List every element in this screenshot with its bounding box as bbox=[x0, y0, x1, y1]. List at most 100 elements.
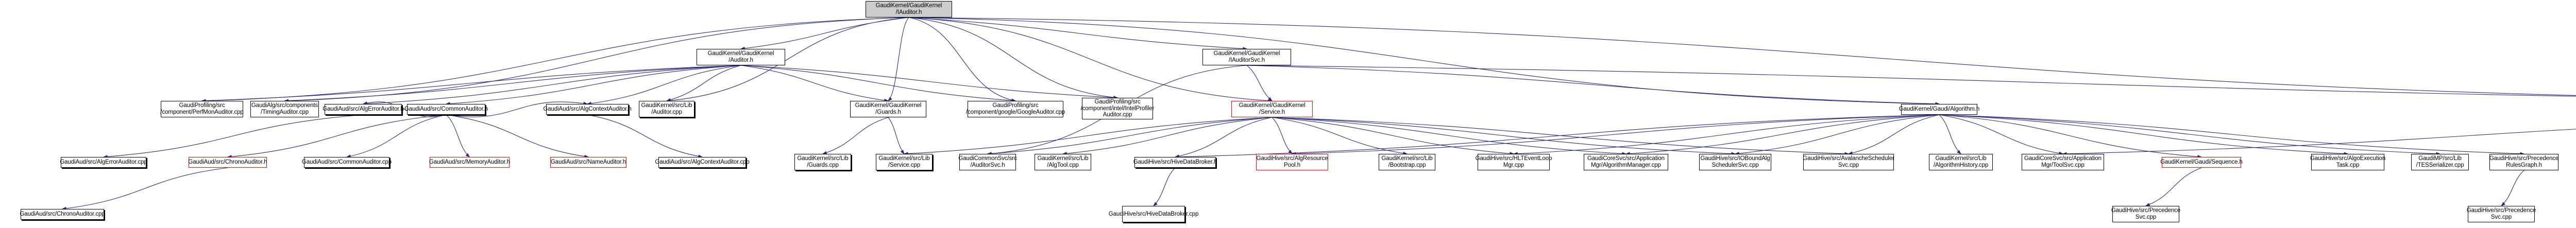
graph-edge bbox=[227, 114, 447, 159]
graph-node[interactable]: GaudiKernel/Gaudi/Algorithm.h bbox=[1899, 104, 1979, 115]
graph-node[interactable]: GaudiProfiling/src /component/PerfMonAud… bbox=[160, 101, 244, 117]
graph-edge bbox=[1272, 117, 1736, 155]
graph-node[interactable]: GaudiHive/src/Precedence Svc.cpp bbox=[2111, 206, 2180, 222]
graph-node[interactable]: GaudiAud/src/CommonAuditor.h bbox=[404, 104, 488, 115]
graph-node[interactable]: GaudiHive/src/Precedence Svc.cpp bbox=[2466, 206, 2536, 222]
graph-node-label: GaudiCoreSvc/src/Application Mgr/ToolSvc… bbox=[2024, 155, 2102, 168]
graph-node-label: GaudiKernel/GaudiKernel /Guards.h bbox=[855, 102, 922, 115]
graph-edge bbox=[201, 17, 909, 103]
graph-node[interactable]: GaudiKernel/Gaudi/Sequence.h bbox=[2160, 157, 2243, 168]
graph-node[interactable]: GaudiProfiling/src /component/intel/Inte… bbox=[1080, 98, 1155, 119]
graph-node-label: GaudiProfiling/src /component/intel/Inte… bbox=[1080, 98, 1155, 118]
graph-node-label: GaudiAud/src/AlgContextAuditor.h bbox=[543, 106, 632, 113]
graph-edge bbox=[1272, 117, 1408, 155]
graph-edge bbox=[586, 65, 741, 106]
graph-edge bbox=[740, 65, 889, 102]
graph-node-label: GaudiKernel/src/Lib /AlgorithmHistory.cp… bbox=[1933, 155, 1989, 168]
graph-node-label: GaudiHive/src/Precedence RulesGraph.h bbox=[2489, 155, 2559, 168]
graph-node-label: GaudiAlg/src/components /TimingAuditor.c… bbox=[251, 102, 318, 115]
graph-edge bbox=[666, 65, 741, 102]
graph-node[interactable]: GaudiKernel/GaudiKernel /IAuditorSvc.h bbox=[1202, 49, 1291, 65]
graph-edge bbox=[1625, 114, 1940, 155]
graph-node[interactable]: GaudiAud/src/AlgErrorAuditor.h bbox=[323, 104, 404, 115]
graph-node[interactable]: GaudiMP/src/Lib /TESSerializer.cpp bbox=[2411, 154, 2469, 170]
graph-node-label: GaudiHive/src/HLTEventLoop Mgr.cpp bbox=[1475, 155, 1552, 168]
graph-node[interactable]: GaudiHive/src/HiveDataBroker.cpp bbox=[1109, 206, 1198, 222]
graph-edge bbox=[1153, 167, 1176, 206]
graph-edge bbox=[1272, 117, 1850, 156]
graph-node-label: GaudiAud/src/NameAuditor.h bbox=[550, 159, 626, 166]
graph-node[interactable]: GaudiKernel/GaudiKernel /Guards.h bbox=[850, 101, 926, 117]
graph-node-label: GaudiHive/src/IOBoundAlg SchedulerSvc.cp… bbox=[1700, 155, 1770, 168]
graph-edge bbox=[888, 117, 905, 154]
graph-edge bbox=[740, 17, 909, 50]
graph-node-label: GaudiAud/src/ChronoAuditor.cpp bbox=[20, 211, 105, 218]
graph-node[interactable]: GaudiKernel/src/Lib /AlgorithmHistory.cp… bbox=[1929, 154, 1993, 170]
graph-node-label: GaudiHive/src/Precedence Svc.cpp bbox=[2466, 207, 2536, 220]
graph-edge bbox=[1272, 117, 1627, 155]
graph-node[interactable]: GaudiKernel/src/Lib /AlgTool.cpp bbox=[1035, 154, 1091, 170]
graph-node-label: GaudiHive/src/AvalancheScheduler Svc.cpp bbox=[1803, 155, 1894, 168]
graph-edge bbox=[1291, 114, 1940, 156]
graph-node-label: GaudiKernel/src/Lib /Bootstrap.cpp bbox=[1381, 155, 1433, 168]
graph-node[interactable]: GaudiHive/src/HiveDataBroker.h bbox=[1133, 157, 1217, 168]
graph-node[interactable]: GaudiKernel/GaudiKernel /Service.h bbox=[1231, 101, 1313, 117]
graph-node[interactable]: GaudiHive/src/AvalancheScheduler Svc.cpp bbox=[1803, 154, 1894, 170]
graph-node[interactable]: GaudiCoreSvc/src/Application Mgr/Algorit… bbox=[1584, 154, 1668, 170]
graph-node-label: GaudiHive/src/HiveDataBroker.cpp bbox=[1108, 211, 1199, 217]
graph-node[interactable]: GaudiHive/src/HLTEventLoop Mgr.cpp bbox=[1475, 154, 1552, 170]
graph-edge bbox=[2145, 167, 2202, 206]
graph-node-label: GaudiMP/src/Lib /TESSerializer.cpp bbox=[2416, 155, 2464, 168]
graph-node[interactable]: GaudiHive/src/AlgResource Pool.h bbox=[1256, 154, 1328, 170]
graph-node[interactable]: GaudiHive/src/Precedence RulesGraph.h bbox=[2489, 154, 2558, 170]
graph-edge bbox=[908, 17, 1248, 50]
graph-node-label: GaudiCoreSvc/src/Application Mgr/Algorit… bbox=[1587, 155, 1665, 168]
graph-node[interactable]: GaudiKernel/src/Lib /Service.cpp bbox=[876, 154, 933, 170]
graph-node-label: GaudiKernel/src/Lib /Guards.cpp bbox=[797, 155, 849, 168]
graph-edge bbox=[1246, 65, 2576, 97]
graph-node[interactable]: GaudiProfiling/src /component/google/Goo… bbox=[965, 101, 1065, 117]
graph-node[interactable]: GaudiAlg/src/components /TimingAuditor.c… bbox=[250, 101, 319, 117]
graph-edge bbox=[362, 65, 741, 106]
graph-node-label: GaudiHive/src/AlgResource Pool.h bbox=[1256, 155, 1328, 168]
graph-edge bbox=[1174, 117, 1273, 158]
graph-node-label: GaudiAud/src/MemoryAuditor.h bbox=[429, 159, 510, 166]
graph-node[interactable]: GaudiCommonSvc/src /AuditorSvc.h bbox=[958, 154, 1017, 170]
graph-node[interactable]: GaudiAud/src/ChronoAuditor.h bbox=[188, 157, 267, 168]
graph-node-root[interactable]: GaudiKernel/GaudiKernel /IAuditor.h bbox=[866, 1, 952, 17]
graph-node[interactable]: GaudiAud/src/NameAuditor.h bbox=[550, 157, 626, 168]
graph-edge bbox=[908, 17, 1118, 99]
graph-node-label: GaudiAud/src/ChronoAuditor.h bbox=[188, 159, 267, 166]
graph-node-label: GaudiKernel/GaudiKernel /IAuditor.h bbox=[875, 3, 942, 15]
graph-edge bbox=[1939, 114, 1961, 154]
graph-edge bbox=[1513, 114, 1940, 155]
graph-node[interactable]: GaudiAud/src/AlgContextAuditor.h bbox=[543, 104, 632, 115]
graph-node[interactable]: GaudiHive/src/IOBoundAlg SchedulerSvc.cp… bbox=[1699, 154, 1771, 170]
graph-node-label: GaudiHive/src/HiveDataBroker.h bbox=[1133, 159, 1217, 166]
graph-node[interactable]: GaudiAud/src/CommonAuditor.cpp bbox=[302, 157, 392, 168]
graph-node[interactable]: GaudiAud/src/MemoryAuditor.h bbox=[429, 157, 510, 168]
graph-node[interactable]: GaudiAud/src/AlgContextAuditor.cpp bbox=[655, 157, 750, 168]
graph-edge bbox=[1734, 114, 1940, 155]
graph-node[interactable]: GaudiKernel/GaudiKernel /Auditor.h bbox=[697, 49, 785, 65]
graph-node-label: GaudiAud/src/AlgErrorAuditor.cpp bbox=[60, 159, 147, 166]
graph-edge bbox=[445, 65, 741, 106]
graph-node-label: GaudiKernel/src/Lib /Auditor.cpp bbox=[641, 102, 692, 115]
graph-node[interactable]: GaudiCoreSvc/src/Application Mgr/ToolSvc… bbox=[2022, 154, 2104, 170]
graph-node-label: GaudiKernel/src/Lib /Service.cpp bbox=[878, 155, 930, 168]
graph-edge bbox=[1062, 117, 1273, 155]
graph-node[interactable]: GaudiKernel/src/Lib /Auditor.cpp bbox=[639, 101, 694, 117]
graph-node-label: GaudiCommonSvc/src /AuditorSvc.h bbox=[958, 155, 1017, 168]
graph-edge bbox=[1939, 114, 2441, 155]
graph-node[interactable]: GaudiAud/src/AlgErrorAuditor.cpp bbox=[60, 157, 147, 168]
graph-node[interactable]: GaudiKernel/src/Lib /Bootstrap.cpp bbox=[1379, 154, 1435, 170]
graph-node[interactable]: GaudiAud/src/ChronoAuditor.cpp bbox=[20, 209, 105, 220]
graph-node[interactable]: GaudiHive/src/AlgoExecution Task.cpp bbox=[2310, 154, 2385, 170]
graph-node[interactable]: GaudiKernel/src/Lib /Guards.cpp bbox=[794, 154, 851, 170]
graph-edge bbox=[61, 167, 228, 211]
graph-edge bbox=[2501, 170, 2524, 206]
graph-edge bbox=[1272, 117, 1515, 155]
graph-edge bbox=[2062, 129, 2576, 156]
graph-node-label: GaudiProfiling/src /component/google/Goo… bbox=[965, 102, 1065, 115]
